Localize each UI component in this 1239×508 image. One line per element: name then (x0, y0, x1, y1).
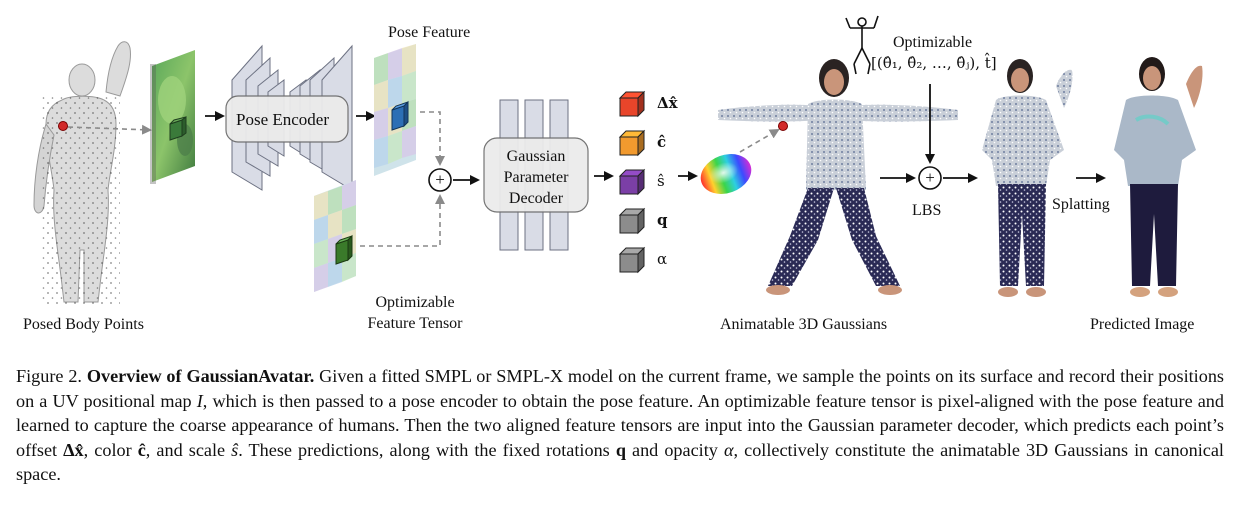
caption-text: Given a fitted SMPL or SMPL-X model on t… (16, 366, 1224, 411)
label-animatable-gaussians: Animatable 3D Gaussians (720, 316, 888, 333)
caption-text: , and scale (145, 439, 232, 460)
caption-symbol: q (615, 439, 626, 460)
concat-node (428, 168, 452, 192)
label-feature-tensor: Feature Tensor (367, 315, 463, 332)
posed-body-mesh (33, 41, 131, 306)
uv-positional-map (150, 50, 195, 184)
caption-symbol: Δx̂ (63, 439, 84, 460)
output-label: α (657, 250, 668, 268)
plus-symbol-lbs: + (925, 168, 935, 187)
output-cube (618, 168, 646, 196)
label-decoder-2: Parameter (503, 169, 569, 186)
caption-text: , which is then passed to a pose encoder… (16, 390, 1224, 460)
label-splatting: Splatting (1052, 196, 1110, 213)
output-cube (618, 246, 646, 274)
predicted-image (1114, 57, 1203, 297)
label-decoder-1: Gaussian (506, 148, 566, 165)
posed-gaussian-avatar (982, 59, 1073, 297)
optimizable-feature-tensor (314, 180, 356, 292)
caption-symbol: α (723, 439, 734, 460)
label-pose-parameters: [(θ̂₁, θ̂₂, …, θ̂ⱼ), t̂] (871, 54, 997, 72)
output-cube (618, 207, 646, 235)
caption-symbol: I (196, 390, 203, 411)
skeleton-icon (845, 15, 879, 75)
gaussian-ellipsoid (700, 154, 752, 194)
caption-text: . These predictions, along with the fixe… (238, 439, 616, 460)
caption-title: Overview of GaussianAvatar. (86, 366, 315, 386)
caption-text: and opacity (625, 439, 724, 460)
output-label: Δx̂ (657, 94, 678, 112)
animatable-gaussians-avatar (718, 59, 958, 295)
label-posed-body-points: Posed Body Points (23, 316, 144, 333)
label-optimizable-1: Optimizable (375, 294, 455, 311)
label-lbs: LBS (912, 202, 942, 219)
label-optimizable-params: Optimizable (893, 34, 973, 51)
caption-symbol: ŝ (231, 439, 239, 460)
output-label: q (657, 211, 668, 229)
plus-symbol-concat: + (435, 170, 445, 189)
figure-caption: Figure 2. Overview of GaussianAvatar. Gi… (16, 364, 1224, 487)
caption-text: , collectively constitute the animatable… (16, 439, 1224, 485)
lbs-node (918, 166, 942, 190)
label-decoder-3: Decoder (508, 190, 564, 207)
pose-encoder-block (225, 44, 353, 191)
label-predicted-image: Predicted Image (1090, 316, 1195, 333)
output-cube (618, 90, 646, 118)
caption-symbol: ĉ (137, 439, 146, 460)
label-pose-feature: Pose Feature (388, 24, 471, 41)
overview-figure (33, 15, 1203, 306)
pose-feature-tensor (374, 44, 416, 176)
gaussian-decoder-block (483, 99, 589, 251)
output-cube (618, 129, 646, 157)
output-label: ŝ (657, 172, 665, 190)
caption-text: , color (83, 439, 138, 460)
label-pose-encoder: Pose Encoder (236, 110, 330, 129)
caption-prefix: Figure 2. (16, 366, 87, 386)
output-label: ĉ (657, 133, 667, 151)
output-parameters (618, 90, 646, 274)
